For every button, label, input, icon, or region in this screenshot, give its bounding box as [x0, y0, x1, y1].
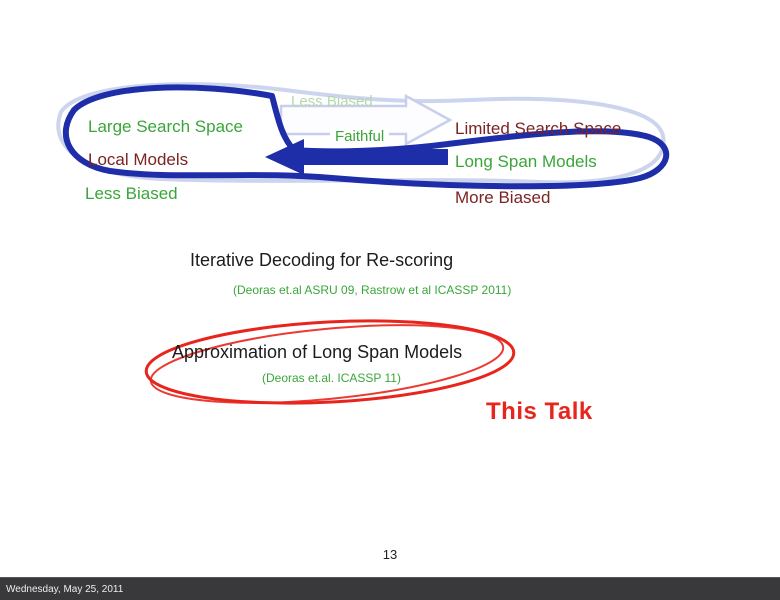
this-talk-callout: This Talk	[486, 398, 593, 425]
label-faithful: Faithful	[330, 127, 390, 147]
label-more-biased: More Biased	[455, 188, 551, 207]
footer-date: Wednesday, May 25, 2011	[6, 583, 124, 595]
label-limited-search-space: Limited Search Space	[455, 119, 622, 138]
red-ellipse-sketch-secondary	[149, 324, 505, 404]
label-less-biased-left: Less Biased	[85, 184, 178, 203]
iterative-decoding-citation: (Deoras et.al ASRU 09, Rastrow et al ICA…	[233, 283, 512, 297]
label-large-search-space: Large Search Space	[88, 117, 243, 136]
label-long-span-models: Long Span Models	[455, 152, 597, 171]
label-less-biased-arrow: Less Biased	[291, 93, 373, 110]
footer-bar: Wednesday, May 25, 2011	[0, 577, 780, 600]
page-number: 13	[382, 547, 398, 562]
iterative-decoding-title: Iterative Decoding for Re-scoring	[190, 250, 454, 270]
label-local-models: Local Models	[88, 150, 189, 169]
approximation-citation: (Deoras et.al. ICASSP 11)	[262, 371, 401, 385]
approximation-title: Approximation of Long Span Models	[172, 342, 463, 362]
